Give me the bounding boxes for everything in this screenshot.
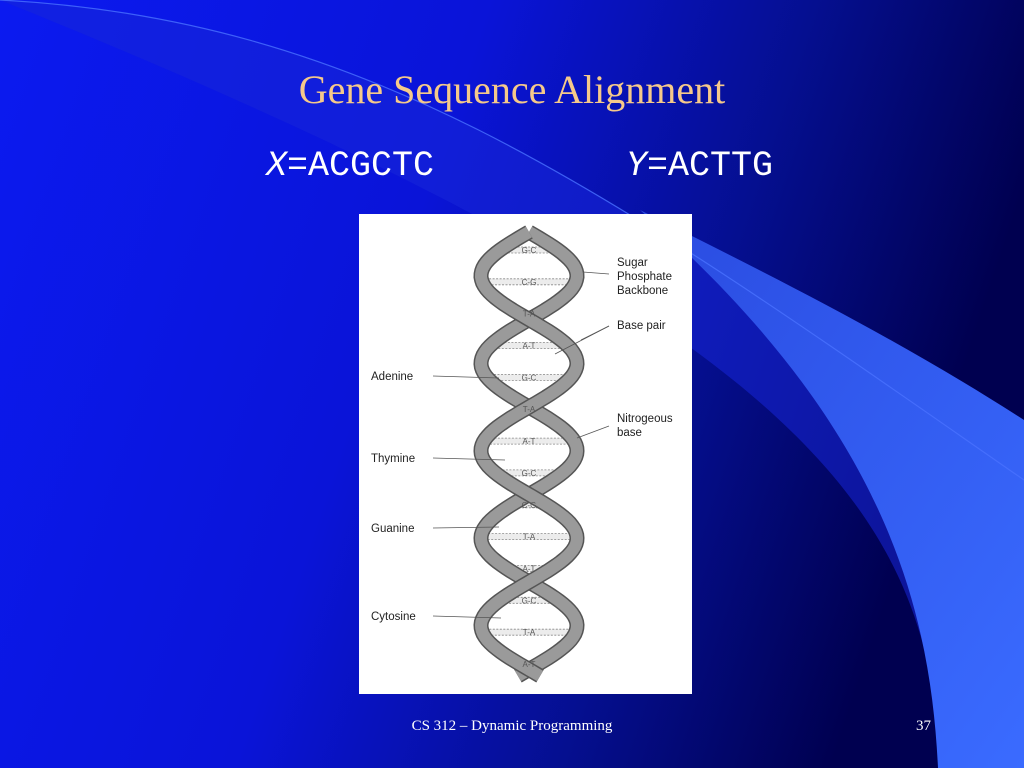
base-pair-label: C-G [522, 501, 537, 510]
base-pair-label: T-A [523, 628, 536, 637]
sequence-y-value: =ACTTG [647, 146, 774, 186]
base-pair-label: G-C [522, 373, 537, 382]
sequence-y-var: Y [626, 146, 648, 186]
right-labels: Sugar Phosphate Backbone Base pair Nitro… [617, 257, 673, 439]
leader-line [432, 375, 500, 379]
leader-line [432, 615, 502, 619]
leader-lines [432, 271, 610, 619]
slide-title: Gene Sequence Alignment [298, 67, 726, 112]
base-pair-label: G-C [522, 246, 537, 255]
base-pair-label: T-A [523, 310, 536, 319]
label-cytosine: Cytosine [371, 611, 416, 623]
leader-line [432, 457, 506, 461]
leader-line [554, 325, 610, 355]
sequence-y: Y=ACTTG [626, 146, 773, 186]
base-pair-label: A-T [523, 565, 536, 574]
label-backbone: Backbone [617, 285, 668, 297]
label-guanine: Guanine [371, 523, 414, 535]
sequence-x: X=ACGCTC [266, 146, 434, 186]
dna-diagram: G-C C-G T-A A-T G-C T-A A-T G-C C-G T-A A-T G-C T-A A… [359, 214, 692, 694]
leader-line [432, 526, 500, 529]
base-pair-label: T-A [523, 533, 536, 542]
base-pair-labels: G-C C-G T-A A-T G-C T-A A-T G-C C-G T-A A-T G-C T-A A… [522, 246, 537, 669]
base-pair-label: T-A [523, 405, 536, 414]
left-labels: Adenine Thymine Guanine Cytosine [371, 371, 416, 623]
backbone-strand-1 [474, 226, 584, 682]
label-phosphate: Phosphate [617, 271, 672, 283]
label-base-pair: Base pair [617, 320, 666, 332]
leader-line [576, 425, 610, 439]
label-base: base [617, 427, 642, 439]
label-sugar: Sugar [617, 257, 648, 269]
sequence-x-value: =ACGCTC [287, 146, 435, 186]
label-nitrogeous: Nitrogeous [617, 413, 673, 425]
footer-course: CS 312 – Dynamic Programming [411, 718, 613, 734]
base-pair-label: A-T [523, 660, 536, 669]
dna-helix-drawing: G-C C-G T-A A-T G-C T-A A-T G-C C-G T-A A-T G-C T-A A… [371, 225, 673, 683]
sequence-x-var: X [266, 146, 288, 186]
page-number: 37 [916, 718, 931, 734]
backbone-strand-2 [474, 226, 584, 682]
backbone-strands [473, 225, 585, 683]
base-pair-label: A-T [523, 342, 536, 351]
base-pair-label: G-C [522, 596, 537, 605]
base-pair-label: C-G [522, 278, 537, 287]
base-pair-label: A-T [523, 437, 536, 446]
label-thymine: Thymine [371, 453, 415, 465]
base-pair-label: G-C [522, 469, 537, 478]
label-adenine: Adenine [371, 371, 413, 383]
base-pair-rung [489, 342, 568, 349]
leader-line [582, 271, 610, 275]
